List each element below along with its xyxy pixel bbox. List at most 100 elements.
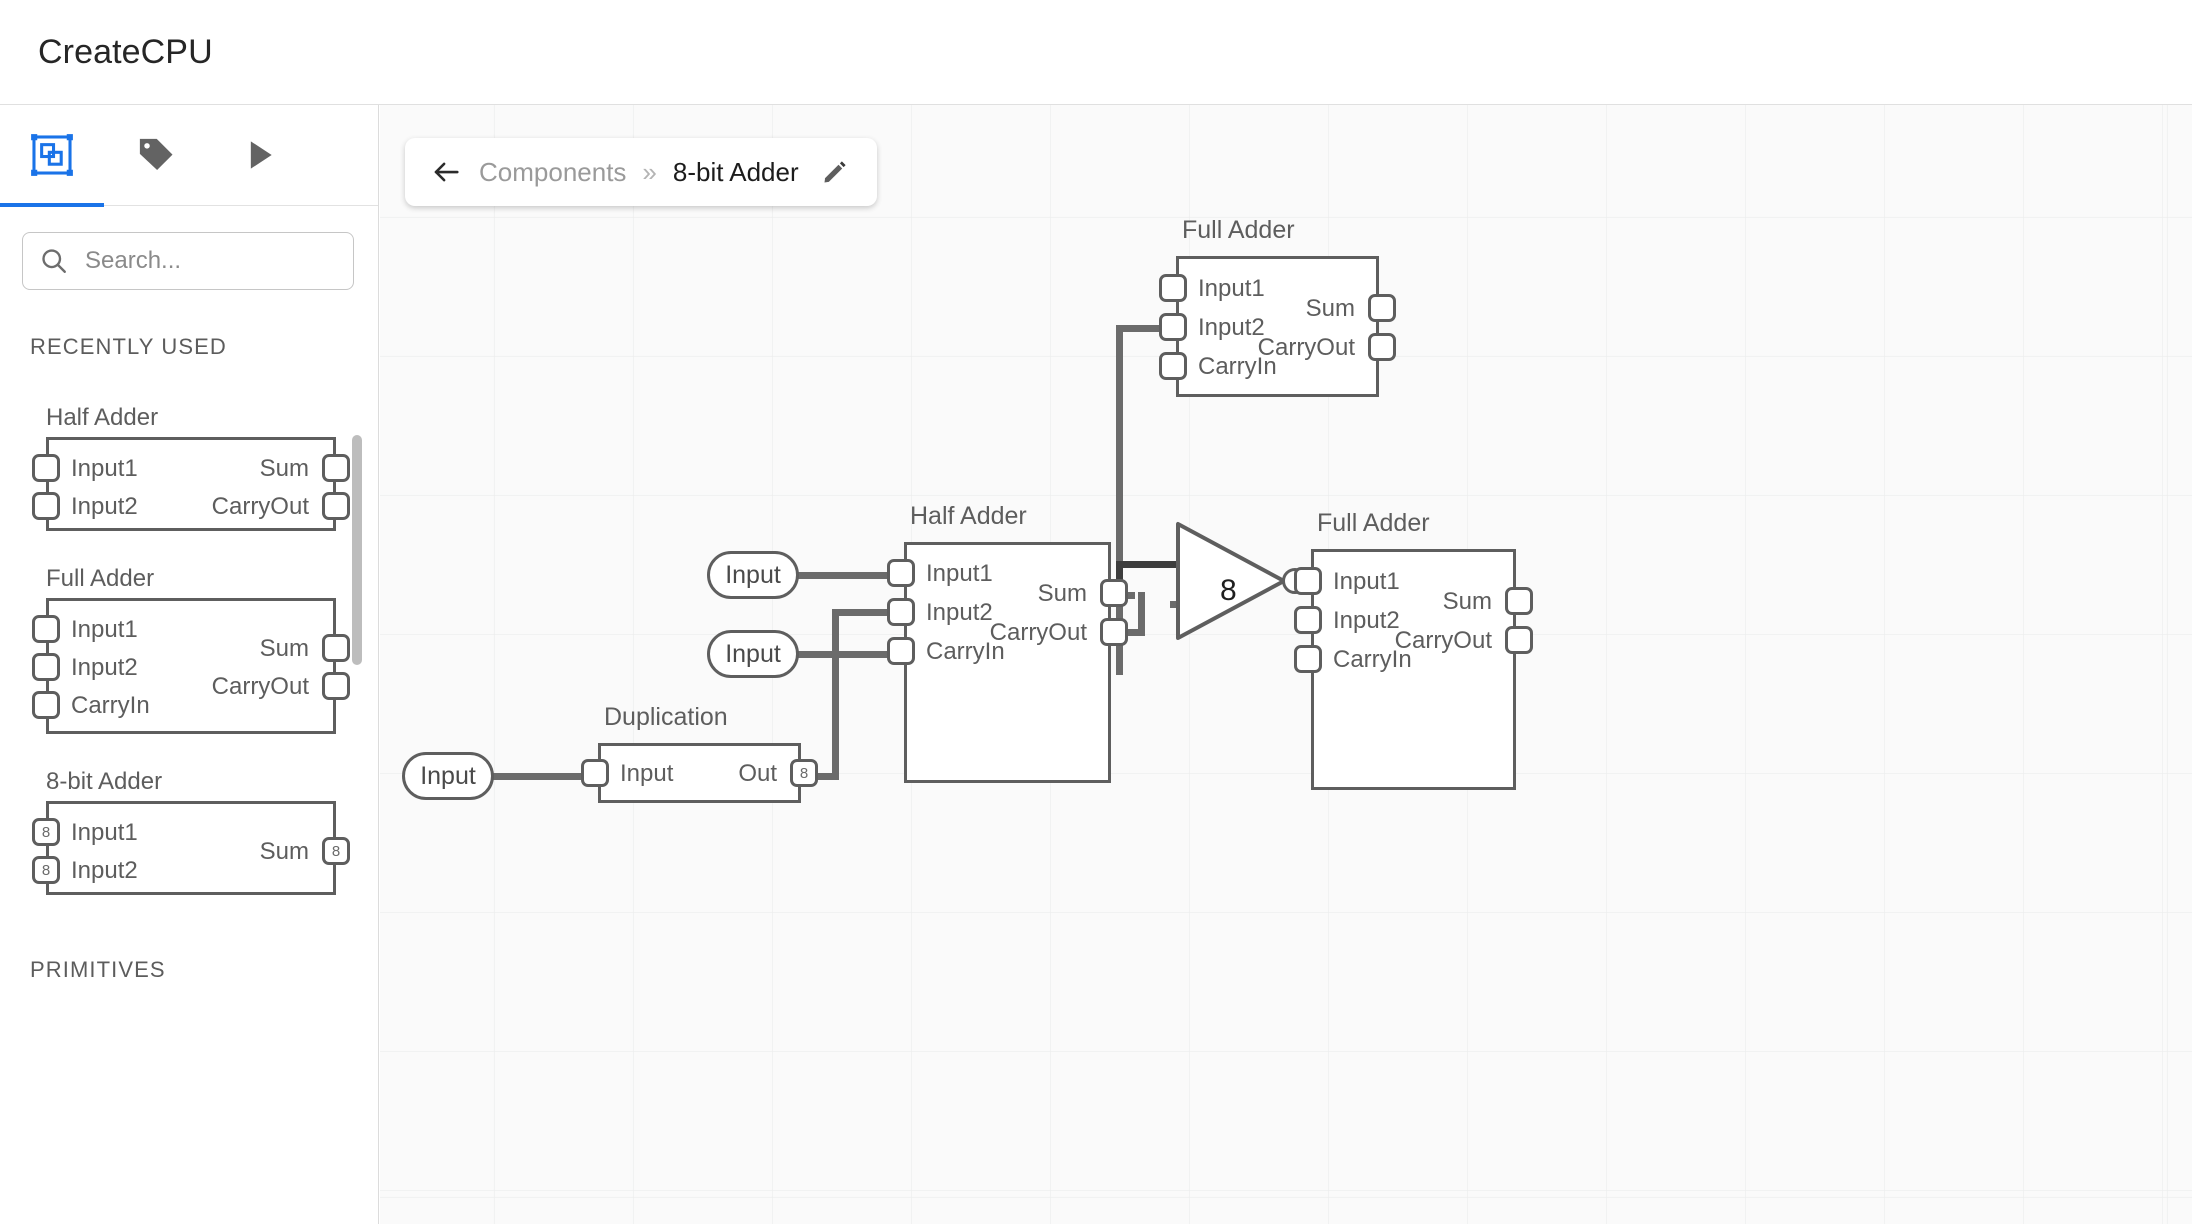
node-title: Duplication — [604, 703, 728, 731]
port-pin-input[interactable] — [581, 759, 609, 787]
node-half-adder-mid[interactable]: Half Adder Input1 Input2 CarryIn Sum Car… — [887, 502, 1128, 783]
io-pill-label: Input — [725, 639, 781, 668]
node-buffer-gate[interactable]: 8 — [1174, 520, 1308, 642]
io-pill-input-2[interactable]: Input — [707, 630, 799, 678]
node-duplication[interactable]: Duplication Input 8 Out — [581, 703, 818, 803]
port-pin-carryout[interactable] — [1368, 333, 1396, 361]
port-pin-sum[interactable] — [1100, 579, 1128, 607]
port-label-input2: Input2 — [1198, 314, 1265, 341]
port-pin-sum[interactable] — [1505, 587, 1533, 615]
component-preview: Input1 Input2 CarryIn Sum CarryOut — [32, 598, 350, 734]
io-pill-label: Input — [420, 761, 476, 790]
port-pin-input1[interactable] — [32, 454, 60, 482]
io-pill-label: Input — [725, 560, 781, 589]
section-recently-used: RECENTLY USED — [30, 334, 227, 359]
port-label-input: Input — [620, 760, 674, 787]
port-label-carryout: CarryOut — [211, 493, 309, 520]
port-pin-sum[interactable]: 8 — [322, 837, 350, 865]
tab-labels[interactable] — [104, 105, 208, 206]
port-label-sum: Sum — [1305, 295, 1355, 322]
port-pin-input2[interactable] — [32, 492, 60, 520]
port-label-carryin: CarryIn — [1333, 646, 1412, 673]
port-pin-carryout[interactable] — [1505, 626, 1533, 654]
pencil-icon — [824, 161, 846, 183]
back-button[interactable] — [429, 157, 463, 187]
port-label-carryin: CarryIn — [1198, 353, 1277, 380]
port-pin-input1[interactable] — [1159, 274, 1187, 302]
port-label-sum: Sum — [1037, 580, 1087, 607]
wire-input1-to-halfadder-input1 — [795, 572, 905, 579]
component-name: Full Adder — [46, 565, 155, 592]
breadcrumb-current: 8-bit Adder — [672, 156, 799, 187]
tab-components[interactable] — [0, 105, 104, 207]
port-pin-input2[interactable] — [32, 653, 60, 681]
port-pin-input1[interactable] — [1294, 567, 1322, 595]
node-full-adder-right[interactable]: Full Adder Input1 Input2 CarryIn Sum Car… — [1294, 509, 1533, 790]
sidebar-tabstrip — [0, 105, 378, 207]
port-pin-carryout[interactable] — [322, 672, 350, 700]
wire-dup-to-halfadder-input2 — [832, 609, 905, 616]
port-pin-input2[interactable] — [1294, 606, 1322, 634]
port-label-carryout: CarryOut — [1257, 334, 1355, 361]
search-input[interactable]: Search... — [22, 232, 354, 290]
port-pin-input1[interactable] — [32, 615, 60, 643]
port-label-sum: Sum — [1442, 588, 1492, 615]
sidebar-scrollbar[interactable] — [352, 435, 362, 665]
port-label-carryin: CarryIn — [926, 638, 1005, 665]
port-pin-input2[interactable] — [887, 598, 915, 626]
port-pin-out[interactable]: 8 — [790, 759, 818, 787]
breadcrumb-root[interactable]: Components — [479, 156, 627, 187]
list-item-half-adder[interactable]: Half Adder Input1 Input2 Sum CarryOut — [0, 404, 378, 531]
port-pin-input1[interactable] — [887, 559, 915, 587]
node-body — [1176, 256, 1379, 397]
node-title: Half Adder — [910, 502, 1027, 530]
gate-width-label: 8 — [1220, 574, 1237, 607]
port-pin-carryin[interactable] — [1159, 352, 1187, 380]
section-primitives: PRIMITIVES — [30, 957, 166, 982]
port-label-out: Out — [738, 760, 777, 787]
triangle-gate-icon — [1176, 522, 1286, 640]
wire-carryout-to-gate — [1115, 629, 1145, 636]
port-label-input1: Input1 — [71, 455, 138, 482]
component-name: Half Adder — [46, 404, 159, 431]
wire-dup-out-horizontal — [801, 773, 839, 780]
port-label-sum: Sum — [259, 635, 309, 662]
list-item-full-adder[interactable]: Full Adder Input1 Input2 CarryIn Sum Car… — [0, 565, 378, 734]
tab-run[interactable] — [208, 105, 312, 206]
port-pin-input1[interactable]: 8 — [32, 818, 60, 846]
port-pin-sum[interactable] — [322, 454, 350, 482]
port-pin-carryin[interactable] — [887, 637, 915, 665]
recently-used-list: Half Adder Input1 Input2 Sum CarryOut Fu… — [0, 360, 378, 895]
wire-sum-riser — [1116, 325, 1123, 675]
port-pin-carryin[interactable] — [32, 691, 60, 719]
port-label-input2: Input2 — [71, 493, 138, 520]
wire-input3-to-duplication — [490, 773, 600, 780]
wire-dup-out-vertical — [832, 609, 839, 777]
io-pill-input-1[interactable]: Input — [707, 551, 799, 599]
port-label-input1: Input1 — [71, 819, 138, 846]
port-pin-input2[interactable] — [1159, 313, 1187, 341]
port-pin-carryout[interactable] — [322, 492, 350, 520]
port-pin-carryin[interactable] — [1294, 645, 1322, 673]
node-full-adder-top[interactable]: Full Adder Input1 Input2 CarryIn Sum Car… — [1159, 216, 1396, 397]
port-pin-carryout[interactable] — [1100, 618, 1128, 646]
circuit-canvas[interactable]: Components » 8-bit Adder — [380, 105, 2192, 1224]
port-label-sum: Sum — [259, 838, 309, 865]
io-pill-input-3[interactable]: Input — [402, 752, 494, 800]
rename-button[interactable] — [821, 158, 849, 186]
port-label-input1: Input1 — [926, 560, 993, 587]
page-title: CreateCPU — [38, 32, 213, 71]
port-pin-sum[interactable] — [1368, 294, 1396, 322]
port-label-carryout: CarryOut — [1394, 627, 1492, 654]
port-label-carryout: CarryOut — [989, 619, 1087, 646]
component-name: 8-bit Adder — [46, 768, 163, 795]
port-label-input2: Input2 — [1333, 607, 1400, 634]
arrow-left-icon — [434, 162, 459, 182]
list-item-8bit-adder[interactable]: 8-bit Adder 8 Input1 8 Input2 8 Sum — [0, 768, 378, 895]
breadcrumb-separator: » — [642, 156, 657, 187]
port-pin-input2[interactable]: 8 — [32, 856, 60, 884]
port-pin-sum[interactable] — [322, 634, 350, 662]
node-title: Full Adder — [1317, 509, 1430, 537]
tag-icon — [139, 138, 173, 171]
port-label-carryin: CarryIn — [71, 692, 150, 719]
